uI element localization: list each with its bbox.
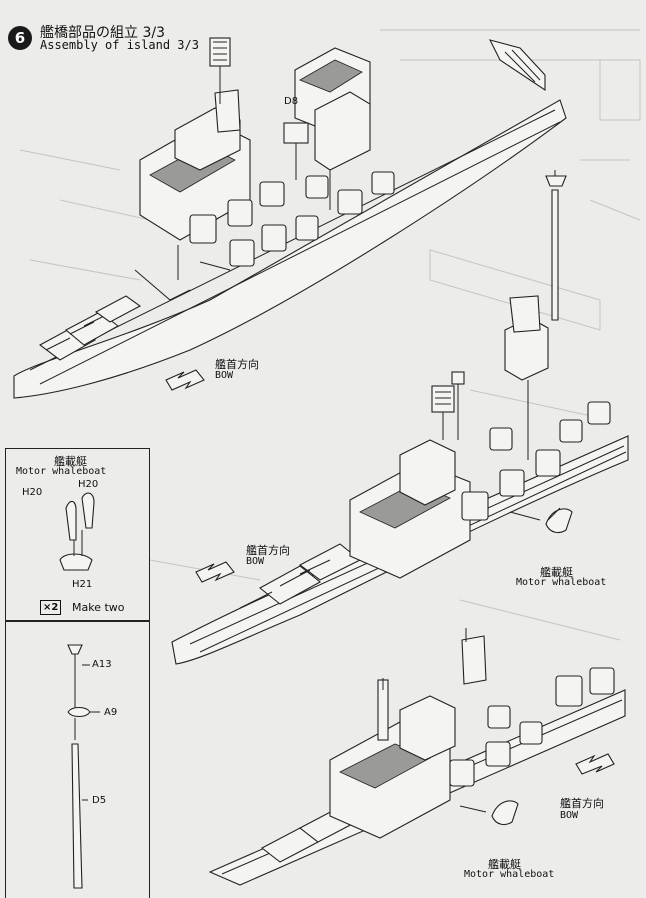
bow-label-en-2: BOW <box>246 556 265 567</box>
step-title-en: Assembly of island 3/3 <box>40 38 199 52</box>
bow-label-jp-2: 艦首方向 <box>246 544 290 557</box>
whaleboat-callout-jp-2: 艦載艇 <box>488 858 521 871</box>
mast-inset: A13 A9 D5 <box>5 620 150 898</box>
part-label-d5: D5 <box>92 795 107 806</box>
whaleboat-callout-en-1: Motor whaleboat <box>516 577 607 588</box>
whaleboat-callout-jp-1: 艦載艇 <box>540 566 573 579</box>
bow-label-en-3: BOW <box>560 810 579 821</box>
part-label-d8: D8 <box>284 96 299 107</box>
bow-label-en-1: BOW <box>215 370 234 381</box>
ship-bottom <box>208 628 626 886</box>
ship-middle <box>171 170 629 665</box>
bow-arrows <box>165 369 615 775</box>
whaleboat-diagram <box>59 492 95 571</box>
part-label-a13: A13 <box>92 659 112 670</box>
part-label-h20-left: H20 <box>22 487 43 498</box>
make-two-text: Make two <box>72 601 125 614</box>
bow-label-jp-3: 艦首方向 <box>560 797 604 810</box>
whaleboat-inset: 艦載艇 Motor whaleboat H20 H20 H21 ×2 Make … <box>5 448 150 622</box>
whaleboat-inset-title-jp: 艦載艇 <box>54 455 87 468</box>
whaleboat-callout-en-2: Motor whaleboat <box>464 869 555 880</box>
whaleboat-inset-title-en: Motor whaleboat <box>16 466 107 477</box>
mast-diagram <box>67 644 100 889</box>
part-label-h20-right: H20 <box>78 479 99 490</box>
step-number-badge: 6 <box>8 26 32 50</box>
multiplier-badge: ×2 <box>40 600 62 615</box>
step-title-jp: 艦橋部品の組立 3/3 <box>40 25 165 41</box>
part-label-a9: A9 <box>104 707 118 718</box>
ship-top <box>13 37 567 399</box>
part-label-h21: H21 <box>72 579 93 590</box>
bow-label-jp-1: 艦首方向 <box>215 358 259 371</box>
